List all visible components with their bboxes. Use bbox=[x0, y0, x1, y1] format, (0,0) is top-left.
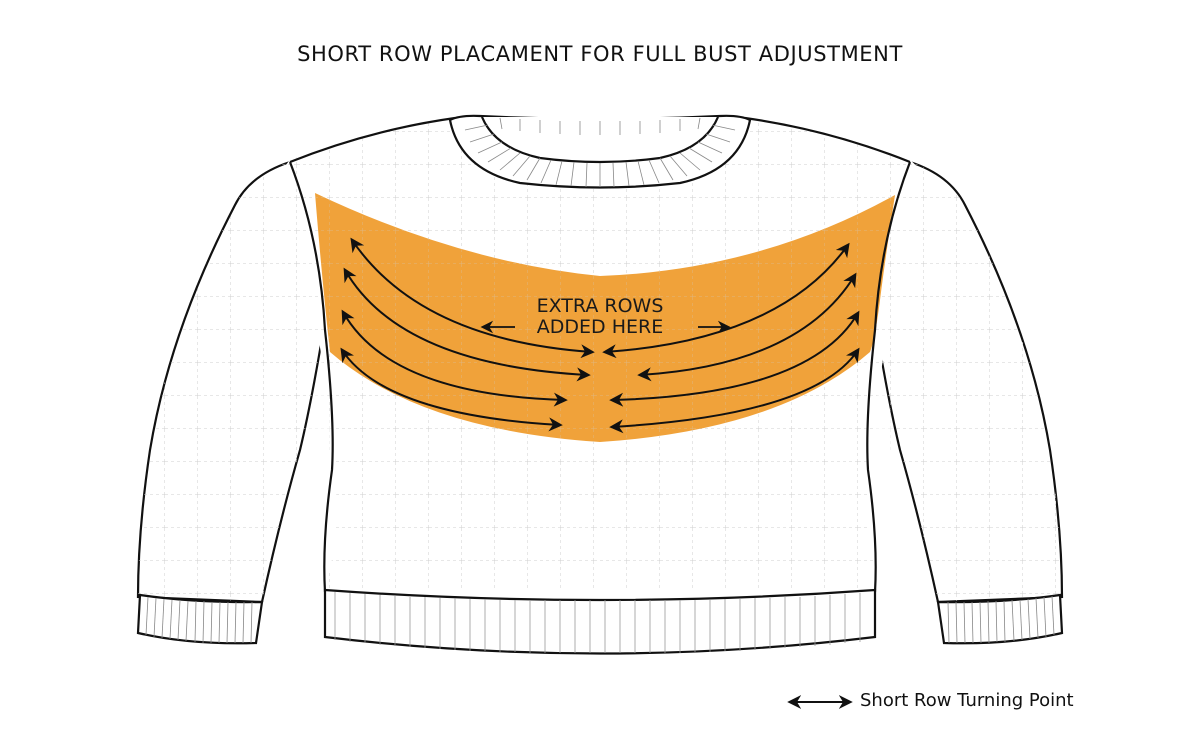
short-row-arrow bbox=[609, 347, 860, 434]
neckband bbox=[448, 114, 752, 189]
hem-ribbing bbox=[334, 592, 861, 653]
extra-rows-label: EXTRA ROWS ADDED HERE bbox=[480, 296, 720, 338]
short-row-arrow bbox=[340, 347, 563, 432]
right-sleeve bbox=[873, 160, 1064, 645]
label-line-1: EXTRA ROWS bbox=[536, 295, 664, 317]
legend: Short Row Turning Point bbox=[860, 690, 1074, 711]
legend-label: Short Row Turning Point bbox=[860, 690, 1074, 711]
short-row-arrows-left bbox=[340, 237, 595, 432]
left-sleeve bbox=[136, 160, 327, 645]
label-line-2: ADDED HERE bbox=[536, 316, 664, 338]
short-row-arrows-right bbox=[602, 242, 860, 434]
diagram-title: SHORT ROW PLACAMENT FOR FULL BUST ADJUST… bbox=[297, 42, 903, 66]
sweater-body bbox=[282, 114, 922, 655]
